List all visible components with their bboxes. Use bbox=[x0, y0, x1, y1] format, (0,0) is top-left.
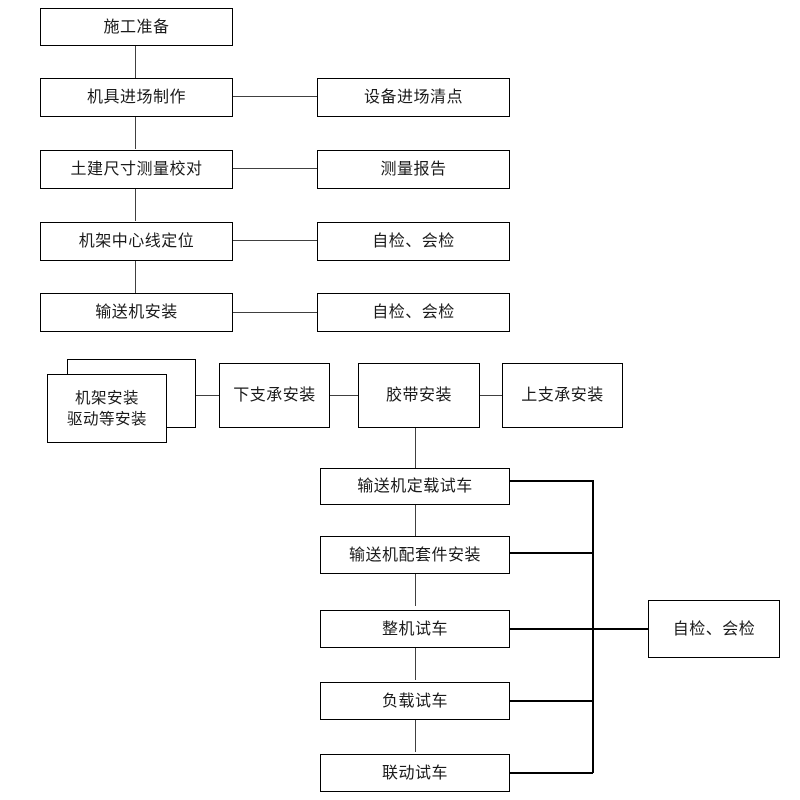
node-construction-preparation[interactable]: 施工准备 bbox=[40, 8, 233, 46]
node-linkage-trial[interactable]: 联动试车 bbox=[320, 754, 510, 792]
inspection-bus-vertical bbox=[592, 480, 594, 773]
connector-n4-n5 bbox=[135, 261, 137, 293]
node-belt-installation[interactable]: 胶带安装 bbox=[358, 363, 480, 428]
node-survey-report[interactable]: 测量报告 bbox=[317, 150, 510, 189]
node-conveyor-installation[interactable]: 输送机安装 bbox=[40, 293, 233, 332]
bus-stub-t2 bbox=[510, 552, 593, 554]
node-equipment-onsite-fabrication[interactable]: 机具进场制作 bbox=[40, 78, 233, 117]
node-civil-dimension-survey[interactable]: 土建尺寸测量校对 bbox=[40, 150, 233, 189]
node-frame-drive-installation[interactable]: 机架安装 驱动等安装 bbox=[47, 374, 167, 443]
bus-stub-t1 bbox=[510, 480, 593, 482]
node-load-trial[interactable]: 负载试车 bbox=[320, 682, 510, 720]
connector-a3-t1 bbox=[415, 428, 417, 468]
connector-t2-t3 bbox=[415, 573, 417, 606]
connector-n2-n3 bbox=[135, 117, 137, 149]
connector-bus-inspection bbox=[592, 628, 649, 630]
node-conveyor-rated-load-trial[interactable]: 输送机定载试车 bbox=[320, 468, 510, 505]
connector-n3-s3 bbox=[233, 168, 317, 170]
connector-n1-n2 bbox=[135, 46, 137, 78]
connector-t1-t2 bbox=[415, 504, 417, 537]
bus-stub-t3 bbox=[510, 628, 593, 630]
connector-n3-n4 bbox=[135, 189, 137, 221]
connector-a3-a4 bbox=[480, 395, 503, 397]
node-conveyor-accessory-installation[interactable]: 输送机配套件安装 bbox=[320, 536, 510, 574]
connector-a2-a3 bbox=[330, 395, 359, 397]
connector-n2-s2 bbox=[233, 96, 317, 98]
node-self-inspection-joint-inspection-1[interactable]: 自检、会检 bbox=[317, 222, 510, 261]
connector-t4-t5 bbox=[415, 719, 417, 752]
bus-stub-t5 bbox=[510, 772, 593, 774]
node-self-inspection-joint-inspection-2[interactable]: 自检、会检 bbox=[317, 293, 510, 332]
connector-n4-s4 bbox=[233, 240, 317, 242]
connector-n5-s5 bbox=[233, 312, 317, 314]
node-frame-centerline-positioning[interactable]: 机架中心线定位 bbox=[40, 222, 233, 261]
node-inspection-self-and-joint[interactable]: 自检、会检 bbox=[648, 600, 780, 658]
bus-stub-t4 bbox=[510, 700, 593, 702]
node-lower-support-installation[interactable]: 下支承安装 bbox=[219, 363, 330, 428]
node-upper-support-installation[interactable]: 上支承安装 bbox=[502, 363, 623, 428]
node-complete-machine-trial[interactable]: 整机试车 bbox=[320, 610, 510, 648]
connector-t3-t4 bbox=[415, 647, 417, 680]
connector-a1-a2 bbox=[196, 395, 220, 397]
node-equipment-arrival-checklist[interactable]: 设备进场清点 bbox=[317, 78, 510, 117]
